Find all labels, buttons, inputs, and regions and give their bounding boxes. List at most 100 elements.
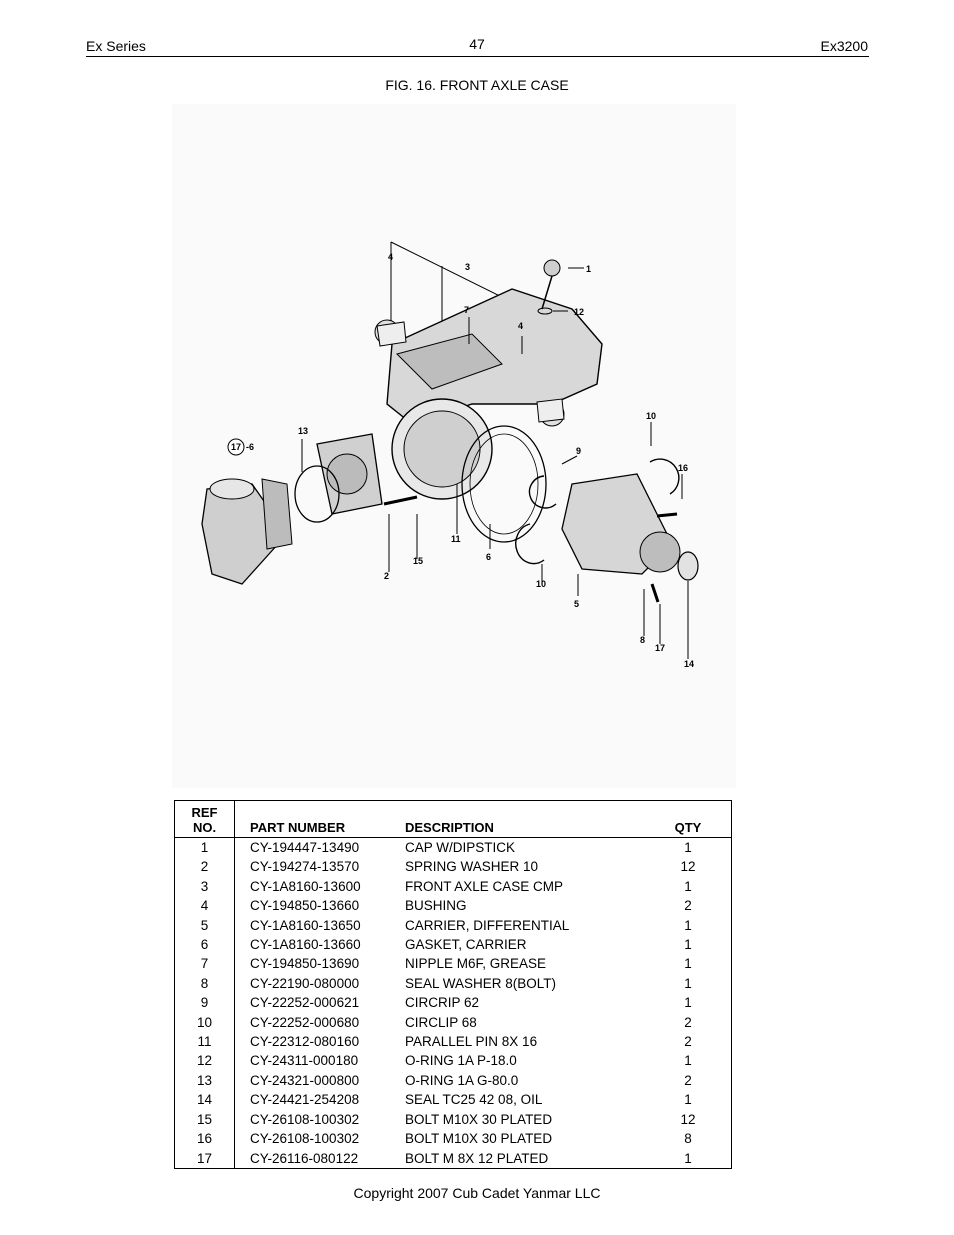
qty-cell: 2	[684, 898, 692, 914]
part-number-cell: CY-24321-000800	[250, 1072, 360, 1088]
table-row: 3 CY-1A8160-13600 FRONT AXLE CASE CMP 1	[174, 876, 732, 897]
figure-title: FIG. 16. FRONT AXLE CASE	[385, 77, 569, 93]
part-number-cell: CY-22252-000621	[250, 995, 360, 1011]
ref-cell: 4	[174, 896, 235, 916]
ref-cell: 11	[174, 1032, 235, 1052]
description-cell: CIRCRIP 62	[405, 995, 480, 1011]
part-number-cell: CY-1A8160-13600	[250, 878, 361, 894]
table-row: 17 CY-26116-080122 BOLT M 8X 12 PLATED 1	[174, 1148, 732, 1169]
qty-cell: 2	[684, 1072, 692, 1088]
part-number-cell: CY-1A8160-13650	[250, 917, 361, 933]
part-number-cell: CY-22252-000680	[250, 1014, 360, 1030]
callout-3: 3	[465, 262, 470, 272]
description-cell: FRONT AXLE CASE CMP	[405, 878, 564, 894]
part-number-cell: CY-24311-000180	[250, 1053, 359, 1069]
description-cell: O-RING 1A G-80.0	[405, 1072, 519, 1088]
copyright-footer: Copyright 2007 Cub Cadet Yanmar LLC	[353, 1185, 601, 1201]
ref-cell: 13	[174, 1070, 235, 1091]
qty-cell: 1	[684, 956, 692, 972]
header-qty: QTY	[674, 820, 702, 835]
qty-cell: 1	[684, 1092, 692, 1108]
description-cell: CARRIER, DIFFERENTIAL	[405, 917, 570, 933]
ref-cell: 7	[174, 954, 235, 974]
part-number-cell: CY-26116-080122	[250, 1150, 359, 1166]
table-row: 1 CY-194447-13490 CAP W/DIPSTICK 1	[174, 837, 732, 858]
qty-cell: 1	[684, 1150, 692, 1166]
table-row: 7 CY-194850-13690 NIPPLE M6F, GREASE 1	[174, 954, 732, 974]
callout-9: 9	[576, 446, 581, 456]
qty-cell: 12	[680, 1111, 696, 1127]
ref-cell: 8	[174, 973, 235, 994]
ref-cell: 16	[174, 1129, 235, 1149]
qty-cell: 1	[684, 937, 692, 953]
ref-cell: 6	[174, 935, 235, 955]
ref-cell: 10	[174, 1012, 235, 1033]
qty-cell: 1	[684, 840, 692, 855]
table-row: 9 CY-22252-000621 CIRCRIP 62 1	[174, 993, 732, 1013]
part-number-cell: CY-22190-080000	[250, 975, 360, 991]
exploded-parts-diagram: 4 3 1 7 12 4 13 17 -6 10 16 9 11 6 15 2 …	[172, 104, 736, 788]
qty-cell: 2	[684, 1014, 692, 1030]
ref-cell: 9	[174, 993, 235, 1013]
table-row: 10 CY-22252-000680 CIRCLIP 68 2	[174, 1012, 732, 1033]
part-number-cell: CY-24421-254208	[250, 1092, 360, 1108]
callout-10b: 10	[536, 579, 546, 589]
qty-cell: 1	[684, 917, 692, 933]
callout-14: 14	[684, 659, 694, 669]
callout-16: 16	[678, 463, 688, 473]
part-number-cell: CY-194274-13570	[250, 859, 360, 875]
description-cell: PARALLEL PIN 8X 16	[405, 1034, 538, 1050]
part-number-cell: CY-194447-13490	[250, 840, 360, 855]
table-row: 8 CY-22190-080000 SEAL WASHER 8(BOLT) 1	[174, 973, 732, 994]
callout-10a: 10	[646, 411, 656, 421]
part-number-cell: CY-26108-100302	[250, 1131, 360, 1147]
description-cell: GASKET, CARRIER	[405, 937, 527, 953]
ref-cell: 15	[174, 1109, 235, 1130]
description-cell: BOLT M 8X 12 PLATED	[405, 1150, 549, 1166]
description-cell: CAP W/DIPSTICK	[405, 840, 516, 855]
header-part-number: PART NUMBER	[250, 820, 346, 835]
part-number-cell: CY-22312-080160	[250, 1034, 360, 1050]
description-cell: NIPPLE M6F, GREASE	[405, 956, 547, 972]
qty-cell: 1	[684, 995, 692, 1011]
qty-cell: 1	[684, 975, 692, 991]
ref-cell: 14	[174, 1090, 235, 1110]
part-number-cell: CY-26108-100302	[250, 1111, 360, 1127]
qty-cell: 12	[680, 859, 696, 875]
callout-5: 5	[574, 599, 579, 609]
description-cell: SEAL WASHER 8(BOLT)	[405, 975, 557, 991]
header-model: Ex3200	[820, 38, 868, 54]
qty-cell: 2	[684, 1034, 692, 1050]
callout-4b: 4	[518, 321, 523, 331]
qty-cell: 1	[684, 1053, 692, 1069]
callout-4a: 4	[388, 252, 393, 262]
callout-6: 6	[486, 552, 491, 562]
table-row: 13 CY-24321-000800 O-RING 1A G-80.0 2	[174, 1070, 732, 1091]
callout-6-suffix: -6	[246, 442, 254, 452]
description-cell: CIRCLIP 68	[405, 1014, 477, 1030]
table-row: 11 CY-22312-080160 PARALLEL PIN 8X 16 2	[174, 1032, 732, 1052]
callout-8: 8	[640, 635, 645, 645]
ref-cell: 5	[174, 915, 235, 936]
part-number-cell: CY-1A8160-13660	[250, 937, 361, 953]
page-number: 47	[469, 36, 485, 52]
ref-cell: 1	[174, 837, 235, 858]
part-number-cell: CY-194850-13690	[250, 956, 360, 972]
description-cell: SPRING WASHER 10	[405, 859, 539, 875]
table-row: 6 CY-1A8160-13660 GASKET, CARRIER 1	[174, 935, 732, 955]
qty-cell: 1	[684, 878, 692, 894]
callout-15: 15	[413, 556, 423, 566]
callout-12: 12	[574, 307, 584, 317]
header-rule	[86, 56, 869, 57]
ref-cell: 3	[174, 876, 235, 897]
description-cell: BUSHING	[405, 898, 467, 914]
ref-cell: 17	[174, 1148, 235, 1169]
